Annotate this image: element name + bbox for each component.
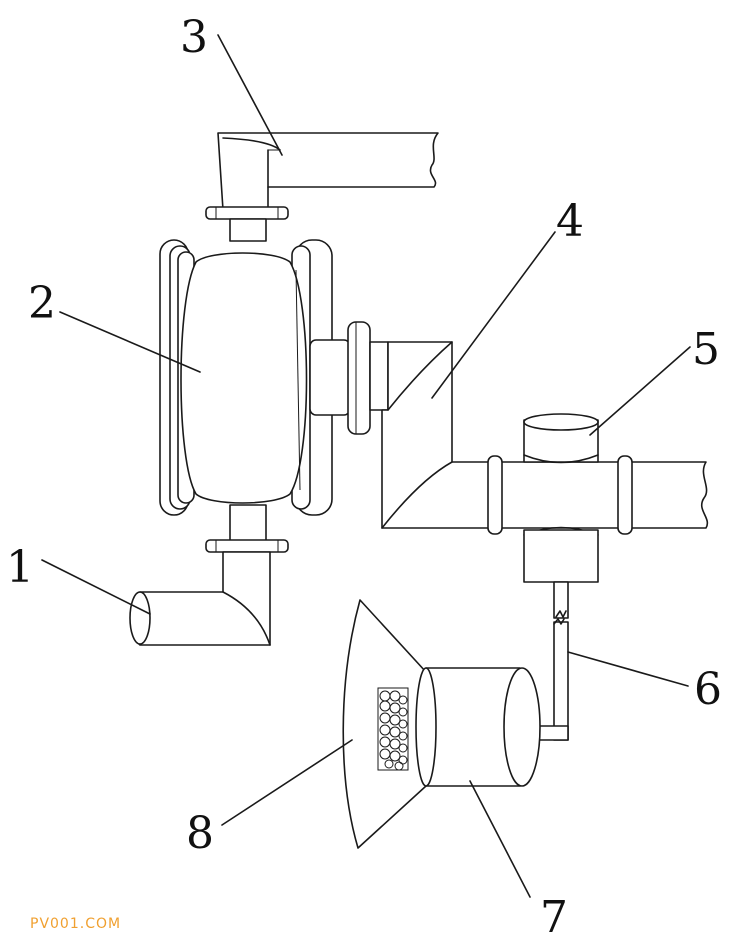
tee-junction-5 — [487, 413, 709, 583]
inlet-pipe-1 — [129, 551, 271, 646]
top-flange — [205, 206, 289, 242]
leader-lines — [41, 34, 691, 898]
label-4: 4 — [556, 196, 584, 247]
label-8: 8 — [186, 808, 214, 859]
motor-cylinder-7 — [415, 667, 541, 787]
outlet-pipe-3 — [217, 132, 439, 211]
label-6: 6 — [694, 664, 722, 715]
funnel-hood-8 — [342, 599, 427, 849]
side-coupling — [309, 321, 389, 435]
label-2: 2 — [28, 278, 56, 329]
label-7: 7 — [540, 892, 568, 943]
label-1: 1 — [6, 542, 34, 593]
pipe-4 — [381, 341, 493, 529]
label-3: 3 — [180, 12, 208, 63]
bottom-flange — [205, 504, 289, 553]
label-5: 5 — [692, 324, 720, 375]
watermark: PV001.COM — [30, 916, 122, 932]
filter-mesh — [379, 690, 408, 771]
pump-body-2 — [159, 239, 333, 516]
